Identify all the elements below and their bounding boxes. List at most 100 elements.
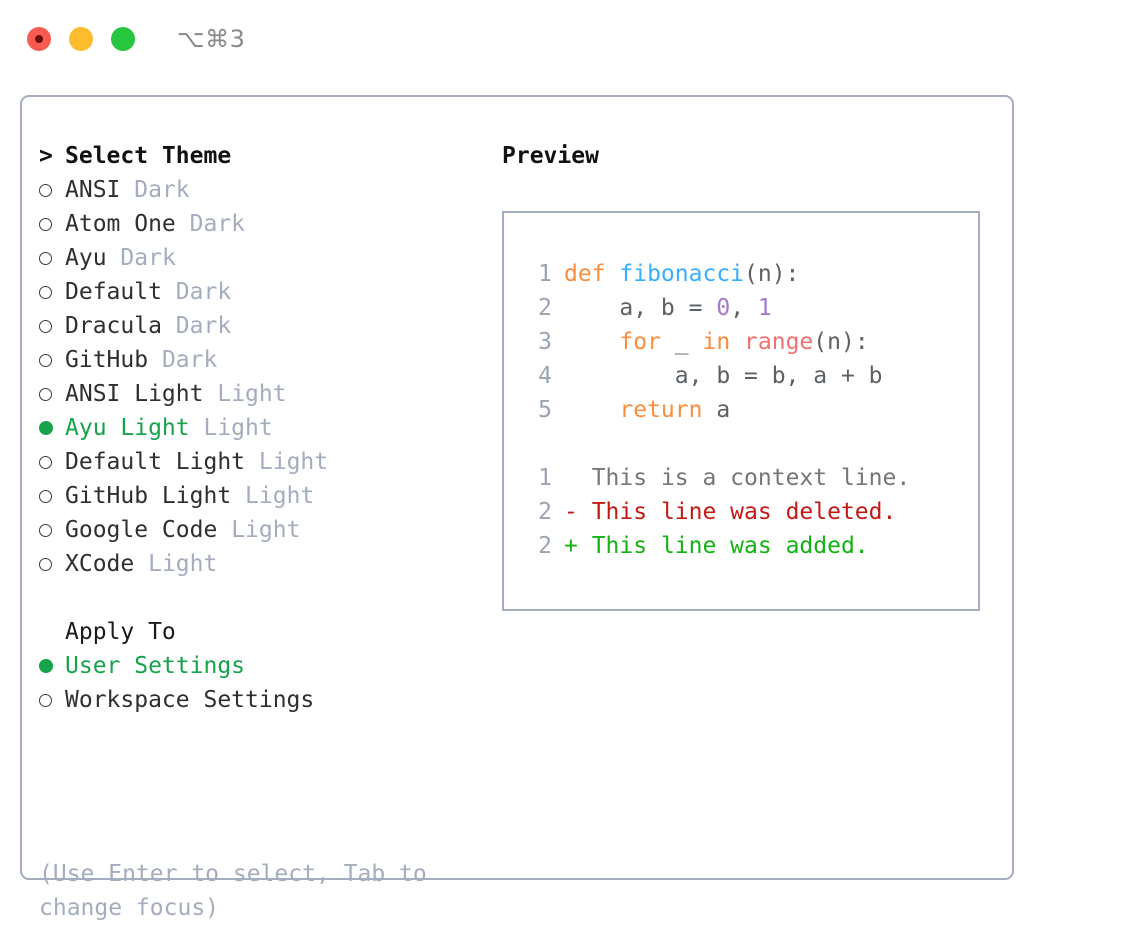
recording-dot-icon (35, 35, 43, 43)
line-number: 5 (538, 397, 552, 423)
code-token-plain (564, 329, 619, 355)
select-theme-heading: >Select Theme (39, 139, 479, 173)
radio-unselected-icon[interactable] (39, 319, 65, 333)
list-spacer (39, 581, 479, 615)
label-tag-gap (162, 309, 176, 343)
code-token-kw: def (564, 261, 620, 287)
radio-unselected-icon[interactable] (39, 557, 65, 571)
code-token-kw: in (702, 329, 731, 355)
radio-dot-icon (39, 183, 52, 197)
theme-item-label: Default Light (65, 449, 246, 475)
radio-selected-icon[interactable] (39, 421, 65, 435)
code-line-text: return a (564, 393, 730, 427)
code-token-plain: , (730, 295, 758, 321)
line-number: 3 (538, 329, 552, 355)
theme-item-tag: Light (231, 517, 301, 543)
diff-text: This line was deleted. (577, 499, 897, 525)
apply-to-item-workspace-settings[interactable]: Workspace Settings (39, 683, 479, 717)
radio-dot-icon (39, 523, 52, 537)
radio-dot-icon (39, 285, 52, 299)
code-line-text: a, b = 0, 1 (564, 291, 772, 325)
code-token-kw: for (619, 329, 661, 355)
theme-item-label: XCode (65, 551, 135, 577)
diff-line-text: This is a context line. (564, 461, 911, 495)
theme-item-ayu[interactable]: Ayu Dark (39, 241, 479, 275)
close-button[interactable] (27, 27, 51, 51)
label-tag-gap (217, 513, 231, 547)
code-token-plain: _ (660, 329, 703, 355)
radio-unselected-icon[interactable] (39, 285, 65, 299)
theme-item-ayu-light[interactable]: Ayu Light Light (39, 411, 479, 445)
theme-item-label: Ayu (65, 245, 107, 271)
radio-selected-icon[interactable] (39, 659, 65, 673)
radio-unselected-icon[interactable] (39, 251, 65, 265)
line-number: 4 (538, 363, 552, 389)
diff-marker (564, 465, 578, 491)
theme-item-label: GitHub Light (65, 483, 232, 509)
theme-item-dracula[interactable]: Dracula Dark (39, 309, 479, 343)
apply-to-item-label: Workspace Settings (65, 687, 315, 713)
theme-item-tag: Light (203, 415, 273, 441)
code-token-call: range (744, 329, 814, 355)
theme-item-tag: Dark (120, 245, 176, 271)
diff-line: 1 This is a context line. (526, 461, 978, 495)
theme-item-tag: Light (217, 381, 287, 407)
line-number: 2 (538, 295, 552, 321)
apply-to-heading-label: Apply To (65, 619, 176, 645)
theme-item-ansi-light[interactable]: ANSI Light Light (39, 377, 479, 411)
code-token-plain (730, 329, 744, 355)
label-tag-gap (107, 241, 121, 275)
theme-item-label: Dracula (65, 313, 162, 339)
radio-dot-icon (39, 659, 53, 673)
diff-marker: - (564, 499, 578, 525)
maximize-button[interactable] (111, 27, 135, 51)
diff-text: This line was added. (577, 533, 869, 559)
apply-to-item-user-settings[interactable]: User Settings (39, 649, 479, 683)
theme-item-atom-one[interactable]: Atom One Dark (39, 207, 479, 241)
radio-unselected-icon[interactable] (39, 455, 65, 469)
minimize-button[interactable] (69, 27, 93, 51)
radio-unselected-icon[interactable] (39, 387, 65, 401)
theme-item-xcode[interactable]: XCode Light (39, 547, 479, 581)
radio-unselected-icon[interactable] (39, 183, 65, 197)
radio-dot-icon (39, 489, 52, 503)
diff-marker: + (564, 533, 578, 559)
label-tag-gap (134, 547, 148, 581)
code-sample: 1 def fibonacci(n): 2 a, b = 0, 1 3 for _ i… (526, 257, 978, 427)
label-tag-gap (231, 479, 245, 513)
diff-line-text: + This line was added. (564, 529, 869, 563)
label-tag-gap (190, 411, 204, 445)
theme-item-google-code[interactable]: Google Code Light (39, 513, 479, 547)
diff-sample: 1 This is a context line.2- This line wa… (526, 461, 978, 563)
theme-item-label: ANSI (65, 177, 121, 203)
code-line-text: def fibonacci(n): (564, 257, 799, 291)
caret-icon: > (39, 143, 53, 169)
radio-unselected-icon[interactable] (39, 353, 65, 367)
theme-item-tag: Light (245, 483, 315, 509)
code-token-num: 1 (757, 295, 772, 321)
diff-line: 2- This line was deleted. (526, 495, 978, 529)
theme-item-ansi[interactable]: ANSI Dark (39, 173, 479, 207)
code-diff-spacer (526, 427, 978, 461)
theme-item-github[interactable]: GitHub Dark (39, 343, 479, 377)
theme-item-default-light[interactable]: Default Light Light (39, 445, 479, 479)
radio-dot-icon (39, 217, 52, 231)
keyboard-hint: (Use Enter to select, Tab to change focu… (39, 861, 441, 921)
radio-unselected-icon[interactable] (39, 217, 65, 231)
radio-unselected-icon[interactable] (39, 523, 65, 537)
diff-line-text: - This line was deleted. (564, 495, 896, 529)
code-line-text: a, b = b, a + b (564, 359, 883, 393)
theme-item-default[interactable]: Default Dark (39, 275, 479, 309)
diff-line: 2+ This line was added. (526, 529, 978, 563)
theme-item-github-light[interactable]: GitHub Light Light (39, 479, 479, 513)
theme-item-label: Atom One (65, 211, 176, 237)
window-title: ⌥⌘3 (177, 25, 246, 53)
caret-placeholder-icon: > (39, 615, 65, 649)
apply-to-item-label: User Settings (65, 653, 246, 679)
radio-unselected-icon[interactable] (39, 693, 65, 707)
radio-unselected-icon[interactable] (39, 489, 65, 503)
theme-item-tag: Dark (161, 347, 218, 373)
code-token-plain: a, b = b, a + b (564, 363, 883, 389)
